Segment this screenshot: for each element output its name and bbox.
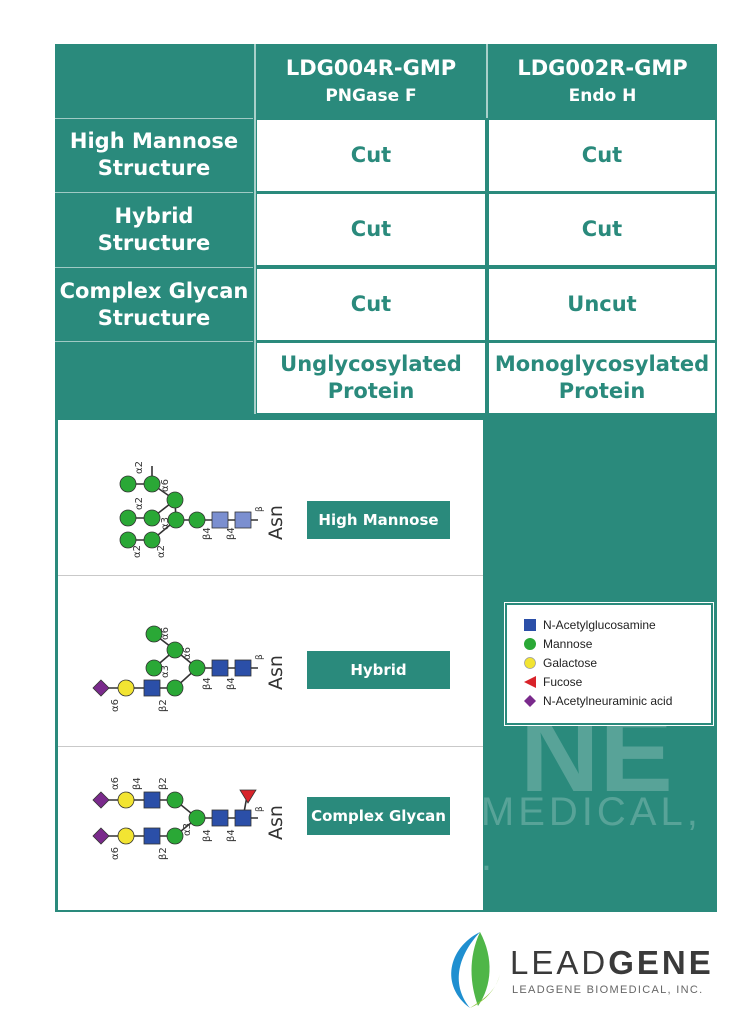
column-enzyme-name: Endo H xyxy=(568,86,637,106)
legend-label: N-Acetylglucosamine xyxy=(543,617,656,632)
symbol-legend: N-Acetylglucosamine Mannose Galactose Fu… xyxy=(504,602,714,726)
result-line: Unglycosylated xyxy=(280,352,462,376)
red-triangle-icon xyxy=(523,675,537,688)
column-product-name: LDG002R-GMP xyxy=(517,56,688,80)
column-header-pngase: LDG004R-GMP PNGase F xyxy=(256,44,486,118)
legend-item: Mannose xyxy=(507,634,711,653)
legend-label: Fucose xyxy=(543,674,583,689)
green-circle-icon xyxy=(523,637,537,650)
table-cell: Cut xyxy=(489,194,715,265)
logo-subtitle: LEADGENE BIOMEDICAL, INC. xyxy=(512,984,704,996)
row-label: Complex Glycan xyxy=(59,279,249,303)
grid-line xyxy=(55,118,253,119)
table-cell: Cut xyxy=(257,269,485,340)
panel-divider xyxy=(58,746,483,747)
table-cell: Cut xyxy=(489,120,715,191)
row-label: High Mannose xyxy=(69,129,239,153)
glycan-tag-hybrid: Hybrid xyxy=(307,651,450,689)
column-header-endoh: LDG002R-GMP Endo H xyxy=(488,44,717,118)
legend-item: Fucose xyxy=(507,672,711,691)
legend-item: N-Acetylglucosamine xyxy=(507,615,711,634)
grid-line xyxy=(55,192,253,193)
glycan-tag-high-mannose: High Mannose xyxy=(307,501,450,539)
column-product-name: LDG004R-GMP xyxy=(285,56,457,80)
leadgene-logo-icon xyxy=(451,932,500,1008)
row-label: Structure xyxy=(97,156,211,180)
legend-item: Galactose xyxy=(507,653,711,672)
column-enzyme-name: PNGase F xyxy=(325,86,417,106)
panel-divider xyxy=(58,575,483,576)
logo-wordmark: LEADGENE xyxy=(510,944,714,982)
row-label: Hybrid xyxy=(114,204,194,228)
row-label: Structure xyxy=(97,306,211,330)
table-cell: Cut xyxy=(257,120,485,191)
legend-item: N-Acetylneuraminic acid xyxy=(507,691,711,710)
result-line: Monoglycosylated xyxy=(494,352,710,376)
logo-part: GENE xyxy=(608,944,714,981)
blue-square-icon xyxy=(523,618,537,631)
grid-line xyxy=(486,44,488,118)
grid-line xyxy=(254,44,256,414)
legend-label: N-Acetylneuraminic acid xyxy=(543,693,673,708)
result-line: Protein xyxy=(327,379,415,403)
glycan-tag-complex-glycan: Complex Glycan xyxy=(307,797,450,835)
table-cell: Uncut xyxy=(489,269,715,340)
legend-label: Galactose xyxy=(543,655,598,670)
purple-diamond-icon xyxy=(523,694,537,707)
row-label: Structure xyxy=(97,231,211,255)
grid-line xyxy=(55,341,253,342)
yellow-circle-icon xyxy=(523,656,537,669)
result-line: Protein xyxy=(558,379,646,403)
table-cell: Cut xyxy=(257,194,485,265)
legend-label: Mannose xyxy=(543,636,593,651)
logo-part: LEAD xyxy=(510,944,609,981)
grid-line xyxy=(55,267,253,268)
